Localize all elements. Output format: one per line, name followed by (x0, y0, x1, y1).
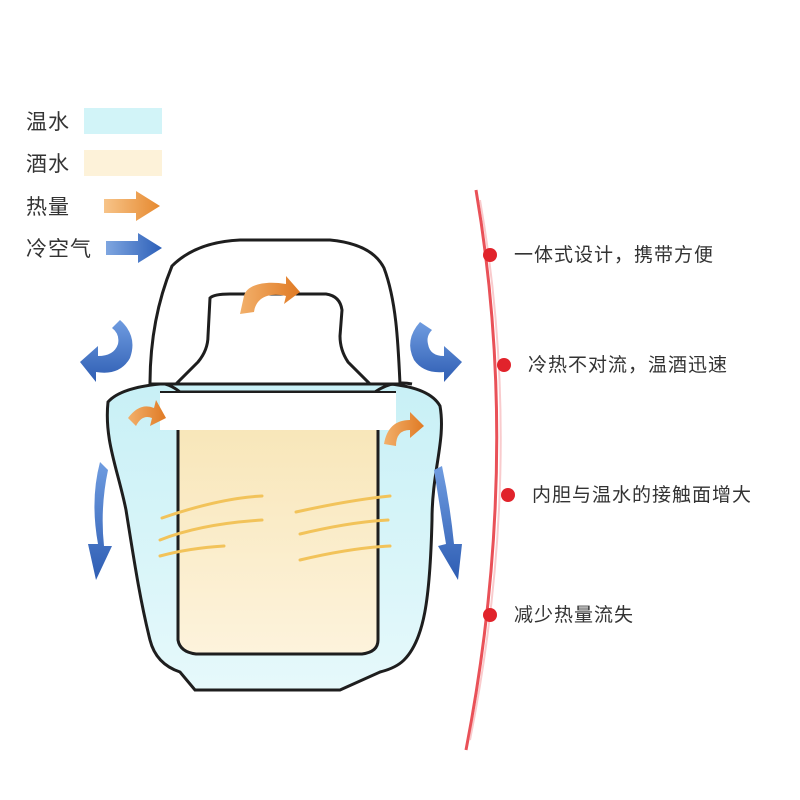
legend-heat: 热量 (26, 191, 162, 221)
blue-arrow-icon (106, 233, 162, 263)
lid-neck (172, 292, 374, 386)
heat-arrows (128, 276, 424, 446)
warm-water-swatch (84, 108, 162, 134)
legend-label-cold-air: 冷空气 (26, 237, 92, 261)
legend-wine: 酒水 (26, 148, 162, 178)
feature-text-1: 一体式设计，携带方便 (514, 244, 715, 266)
feature-text-2: 冷热不对流，温酒迅速 (528, 354, 729, 376)
heat-waves (158, 494, 392, 562)
wine-swatch (84, 150, 162, 176)
legend-label-wine: 酒水 (26, 152, 70, 176)
feature-text-3: 内胆与温水的接触面增大 (532, 484, 753, 506)
feature-marker-2 (497, 358, 511, 372)
cold-air-arrows (80, 320, 462, 580)
legend-label-heat: 热量 (26, 195, 70, 219)
orange-arrow-icon (104, 191, 160, 221)
feature-marker-3 (501, 488, 515, 502)
legend-warm-water: 温水 (26, 106, 162, 136)
feature-text-4: 减少热量流失 (514, 604, 635, 626)
legend-cold-air: 冷空气 (26, 233, 164, 263)
inner-liner (176, 418, 380, 656)
feature-marker-4 (483, 608, 497, 622)
feature-curve (464, 189, 499, 751)
liner-top-band (160, 392, 396, 430)
feature-marker-1 (483, 248, 497, 262)
legend-label-warm-water: 温水 (26, 110, 70, 134)
